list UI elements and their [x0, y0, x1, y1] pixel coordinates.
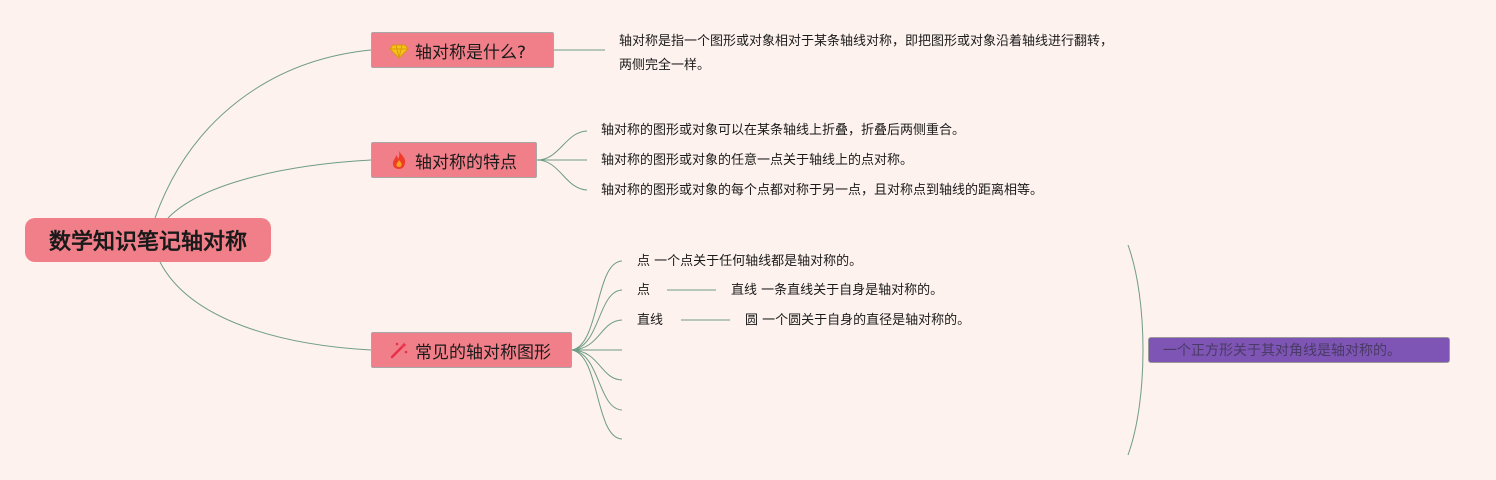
connector-root-topic1	[154, 49, 372, 219]
feature-item-2: 轴对称的图形或对象的任意一点关于轴线上的点对称。	[601, 153, 914, 168]
topic-common-shapes[interactable]: 常见的轴对称图形	[371, 332, 572, 368]
sparkle-wand-icon	[389, 340, 409, 360]
feature-item-1: 轴对称的图形或对象可以在某条轴线上折叠，折叠后两侧重合。	[601, 123, 966, 138]
topic-label: 轴对称是什么?	[415, 42, 527, 63]
connector-topic2-leaf1	[536, 130, 588, 161]
connector-topic3-leaf1	[571, 260, 623, 351]
summary-node[interactable]: 一个正方形关于其对角线是轴对称的。	[1148, 337, 1450, 363]
connector-topic3-leaf6	[571, 349, 623, 411]
shape-item-circle: 圆 一个圆关于自身的直径是轴对称的。	[745, 313, 971, 328]
connector-topic3-leaf3	[571, 319, 623, 351]
root-label: 数学知识笔记轴对称	[48, 230, 247, 255]
definition-text: 轴对称是指一个图形或对象相对于某条轴线对称，即把图形或对象沿着轴线进行翻转，两侧…	[619, 34, 1114, 73]
summary-label: 一个正方形关于其对角线是轴对称的。	[1163, 343, 1401, 359]
connector-topic2-leaf3	[536, 159, 588, 191]
shape-item-point-short: 点	[637, 283, 651, 298]
topic-label: 轴对称的特点	[415, 152, 517, 173]
shape-item-line: 直线 一条直线关于自身是轴对称的。	[731, 283, 944, 298]
fire-icon	[389, 150, 409, 170]
feature-item-3: 轴对称的图形或对象的每个点都对称于另一点，且对称点到轴线的距离相等。	[601, 183, 1044, 198]
root-node[interactable]: 数学知识笔记轴对称	[25, 218, 271, 262]
shape-item-line-short: 直线	[637, 313, 664, 328]
connector-topic3-leaf5	[571, 349, 623, 381]
connector-root-topic3	[159, 261, 372, 351]
shape-item-point: 点 一个点关于任何轴线都是轴对称的。	[637, 254, 863, 269]
topic-features[interactable]: 轴对称的特点	[371, 142, 537, 178]
connector-topic3-leaf7	[571, 349, 623, 440]
connector-root-topic2	[167, 159, 372, 219]
topic-what-is-axis-symmetry[interactable]: 轴对称是什么?	[371, 32, 554, 68]
topic-label: 常见的轴对称图形	[415, 342, 551, 363]
connector-topic3-leaf2	[571, 289, 623, 351]
summary-bracket	[1127, 244, 1144, 456]
diamond-icon	[389, 40, 409, 60]
